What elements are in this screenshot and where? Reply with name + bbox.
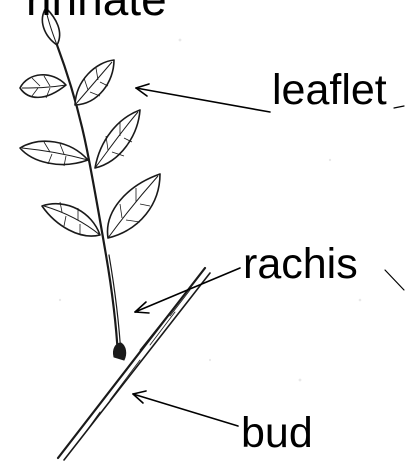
- title-fragment: rinnate: [26, 0, 167, 22]
- leaflet-left-1: [20, 75, 66, 98]
- leaflet-label: leaflet: [272, 69, 387, 112]
- bud-label: bud: [241, 412, 313, 455]
- leaflet-right-3: [108, 174, 160, 238]
- rachis-label: rachis: [243, 243, 358, 286]
- offscreen-pointer-line: [385, 270, 404, 290]
- arrow-leaflet: [136, 84, 270, 112]
- arrow-bud: [133, 391, 238, 426]
- offscreen-pointer-tick: [394, 106, 404, 108]
- leaflet-right-1: [75, 60, 114, 105]
- arrow-rachis: [135, 268, 240, 313]
- leaflet-right-2: [95, 110, 140, 168]
- leaflet-left-3: [42, 202, 100, 236]
- leaflets: [20, 8, 160, 238]
- branch: [58, 268, 210, 460]
- bud: [113, 343, 125, 360]
- leaflet-left-2: [20, 141, 88, 166]
